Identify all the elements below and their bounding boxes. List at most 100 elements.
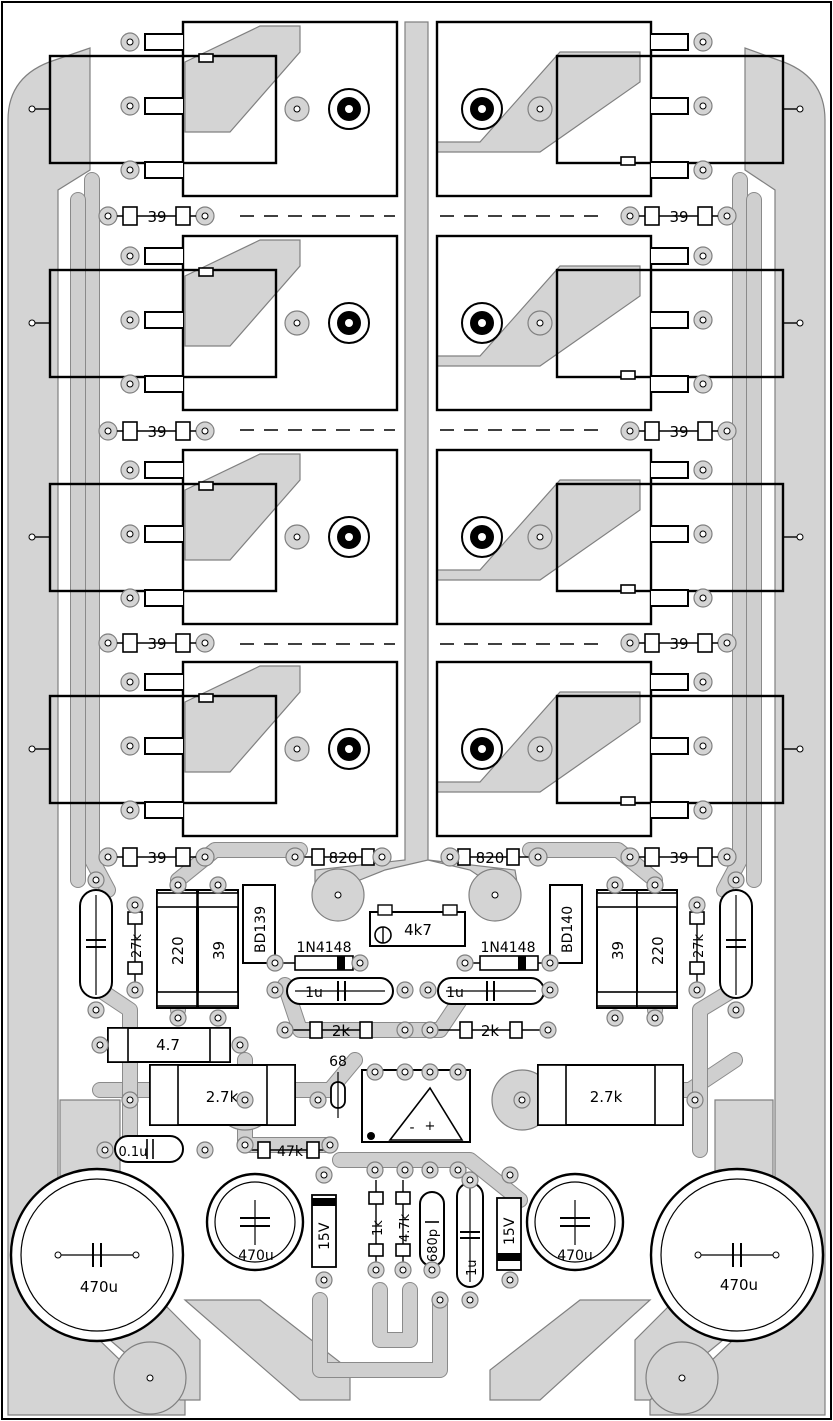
- zener-15v-right: 15V: [496, 1197, 522, 1271]
- label-680p: 680p: [426, 1229, 441, 1262]
- label-470u-small-right: 470u: [557, 1248, 593, 1264]
- resistor-39-left-3: 39: [98, 633, 215, 653]
- label-4-7k: 4.7k: [398, 1213, 413, 1242]
- label-1u-left: 1u: [305, 985, 323, 1001]
- trimpot-4k7: 4k7: [369, 904, 466, 947]
- power-transistor-right-3: [435, 448, 804, 626]
- label-1n4148-right: 1N4148: [480, 940, 535, 956]
- resistor-47k: 47k: [245, 1141, 330, 1160]
- power-transistor-left-3: [28, 448, 399, 626]
- power-transistor-left-4: [28, 660, 399, 838]
- label-39-left-4: 39: [147, 849, 166, 867]
- diode-1n4148-left: 1N4148: [266, 940, 369, 972]
- label-4-7: 4.7: [156, 1036, 180, 1054]
- resistor-820-left: 820: [285, 847, 392, 867]
- opamp-plus: +: [425, 1119, 436, 1134]
- label-820-right: 820: [476, 849, 505, 867]
- label-820-left: 820: [329, 849, 358, 867]
- label-39-left-vert: 39: [210, 941, 228, 960]
- label-39-right-2: 39: [669, 423, 688, 441]
- cap-470u-big-right: 470u: [649, 1167, 825, 1343]
- power-transistor-right-2: [435, 234, 804, 412]
- resistor-27k-right: 27k: [689, 910, 707, 985]
- label-220-right: 220: [649, 936, 667, 965]
- resistor-27k-left: 27k: [127, 910, 145, 985]
- label-47k: 47k: [277, 1144, 304, 1160]
- label-15v-right: 15V: [502, 1217, 518, 1245]
- cap-0-1u: 0.1u: [114, 1135, 184, 1163]
- power-transistor-right-4: [435, 660, 804, 838]
- label-68: 68: [329, 1054, 347, 1070]
- label-39-right-4: 39: [669, 849, 688, 867]
- label-0-1u: 0.1u: [119, 1145, 148, 1160]
- opamp-dip8: - +: [361, 1069, 471, 1143]
- bd140: BD140: [549, 884, 583, 964]
- resistor-39-right-3: 39: [620, 633, 737, 653]
- label-39-right-1: 39: [669, 208, 688, 226]
- mount-hole-right: [678, 1374, 686, 1382]
- resistor-39-left-vert: 39: [197, 889, 239, 1009]
- resistor-1k: 1k: [368, 1180, 386, 1270]
- label-39-left-1: 39: [147, 208, 166, 226]
- resistor-39-right-4: 39: [620, 847, 737, 867]
- cap-1u-right: 1u: [437, 977, 545, 1005]
- power-transistor-right-1: [435, 20, 804, 198]
- boss-hole-right: [491, 891, 499, 899]
- label-1n4148-left: 1N4148: [296, 940, 351, 956]
- boss-hole-left: [334, 891, 342, 899]
- cap-470u-small-right: 470u: [525, 1172, 625, 1272]
- label-220-left: 220: [169, 936, 187, 965]
- bd139: BD139: [242, 884, 276, 964]
- resistor-2-7k-left: 2.7k: [149, 1064, 296, 1126]
- left-film-cap: [79, 889, 113, 999]
- mount-hole-left: [146, 1374, 154, 1382]
- resistor-39-right-2: 39: [620, 421, 737, 441]
- cap-680p: 680p: [419, 1191, 445, 1267]
- label-27k-left: 27k: [130, 933, 145, 958]
- resistor-220-right: 220: [636, 889, 678, 1009]
- label-39-right-vert: 39: [609, 941, 627, 960]
- resistor-39-left-2: 39: [98, 421, 215, 441]
- label-470u-small-left: 470u: [238, 1248, 274, 1264]
- right-film-cap: [719, 889, 753, 999]
- label-27k-right: 27k: [692, 933, 707, 958]
- resistor-4-7: 4.7: [107, 1027, 231, 1063]
- label-1k: 1k: [371, 1220, 386, 1236]
- label-4k7: 4k7: [404, 921, 432, 939]
- driver-section: 820 820 27k 220: [9, 847, 825, 1382]
- zener-15v-left: 15V: [311, 1194, 337, 1268]
- cap-1u-vertical: 1u: [456, 1182, 484, 1288]
- resistor-2-7k-right: 2.7k: [537, 1064, 684, 1126]
- label-2k-left: 2k: [332, 1022, 351, 1040]
- transistor-rows: [28, 20, 804, 838]
- label-2k-right: 2k: [481, 1022, 500, 1040]
- resistor-68: 68: [329, 1054, 347, 1118]
- cap-1u-left: 1u: [286, 977, 394, 1005]
- resistor-2k-right: 2k: [435, 1021, 540, 1040]
- label-bd139: BD139: [253, 906, 269, 953]
- resistor-39-right-vert: 39: [596, 889, 638, 1009]
- label-470u-big-left: 470u: [80, 1278, 118, 1296]
- opamp-minus: -: [409, 1120, 414, 1136]
- diode-1n4148-right: 1N4148: [456, 940, 559, 972]
- resistor-4-7k: 4.7k: [395, 1180, 413, 1270]
- label-2-7k-right: 2.7k: [590, 1088, 623, 1106]
- cap-470u-big-left: 470u: [9, 1167, 185, 1343]
- cap-470u-small-left: 470u: [205, 1172, 305, 1272]
- label-1u-vertical: 1u: [465, 1259, 480, 1276]
- label-2-7k-left: 2.7k: [206, 1088, 239, 1106]
- emitter-resistors: 39 39 39 39 39 39 39 39: [98, 206, 737, 867]
- label-bd140: BD140: [560, 906, 576, 953]
- resistor-2k-left: 2k: [290, 1021, 373, 1040]
- resistor-39-left-1: 39: [98, 206, 215, 226]
- label-39-left-3: 39: [147, 635, 166, 653]
- label-39-right-3: 39: [669, 635, 688, 653]
- power-transistor-left-2: [28, 234, 399, 412]
- label-15v-left: 15V: [317, 1222, 333, 1250]
- label-39-left-2: 39: [147, 423, 166, 441]
- resistor-820-right: 820: [440, 847, 548, 867]
- label-470u-big-right: 470u: [720, 1276, 758, 1294]
- resistor-39-left-4: 39: [98, 847, 215, 867]
- label-1u-right: 1u: [446, 985, 464, 1001]
- resistor-39-right-1: 39: [620, 206, 737, 226]
